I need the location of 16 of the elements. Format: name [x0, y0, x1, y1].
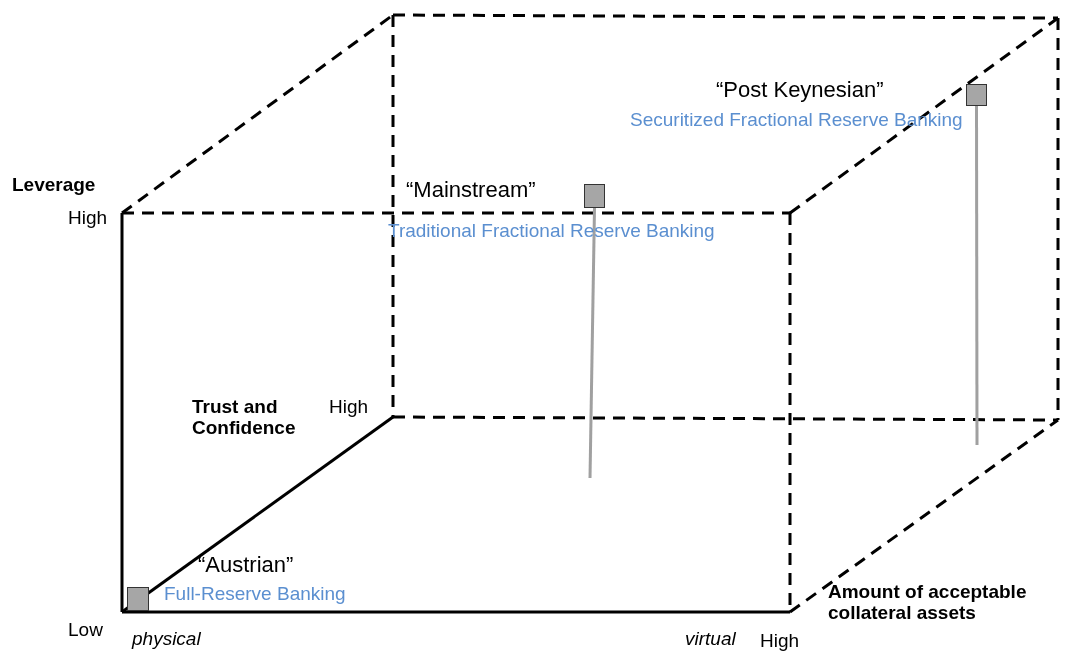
school-label: “Mainstream”	[406, 178, 536, 203]
axis-tick-label: High	[760, 631, 800, 652]
axis-tick-label: High	[68, 208, 108, 229]
school-label: “Austrian”	[198, 553, 294, 578]
banking-type-label: Securitized Fractional Reserve Banking	[630, 110, 963, 131]
axis-tick-label: High	[329, 397, 369, 418]
axis-title: Leverage	[12, 175, 96, 196]
axis-tick-label: Low	[68, 620, 103, 641]
banking-type-label: Full-Reserve Banking	[164, 584, 346, 605]
drop-line	[588, 207, 596, 479]
drop-line	[975, 106, 979, 445]
axis-title: Amount of acceptable collateral assets	[828, 582, 1028, 624]
axis-title: Trust and Confidence	[192, 397, 297, 439]
axis-tick-label: virtual	[685, 629, 736, 650]
axis-tick-label: physical	[132, 629, 201, 650]
school-label: “Post Keynesian”	[716, 78, 884, 103]
